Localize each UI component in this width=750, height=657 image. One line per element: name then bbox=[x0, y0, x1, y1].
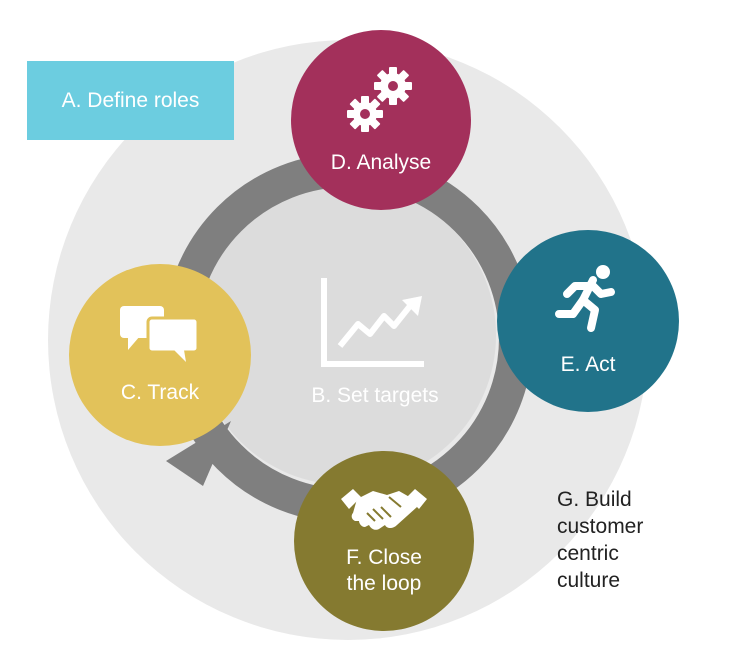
analyse-step: D. Analyse bbox=[291, 30, 471, 210]
speech-bubbles-icon bbox=[118, 304, 202, 364]
act-label: E. Act bbox=[560, 353, 616, 376]
cycle-arrowhead bbox=[166, 421, 231, 486]
trend-chart-icon bbox=[318, 276, 428, 376]
close-the-loop-step: F. Close the loop bbox=[294, 451, 474, 631]
build-culture-label: G. Build customer centric culture bbox=[557, 488, 644, 592]
set-targets-label: B. Set targets bbox=[311, 384, 439, 407]
handshake-icon bbox=[339, 485, 429, 537]
act-step: E. Act bbox=[497, 230, 679, 412]
track-label: C. Track bbox=[120, 381, 200, 404]
running-person-icon bbox=[553, 264, 623, 336]
gears-icon bbox=[341, 64, 421, 136]
define-roles-label: A. Define roles bbox=[61, 88, 200, 112]
define-roles-box: A. Define roles bbox=[27, 61, 234, 140]
track-step: C. Track bbox=[69, 264, 251, 446]
close-the-loop-label: F. Close the loop bbox=[346, 546, 422, 595]
analyse-label: D. Analyse bbox=[330, 151, 432, 174]
